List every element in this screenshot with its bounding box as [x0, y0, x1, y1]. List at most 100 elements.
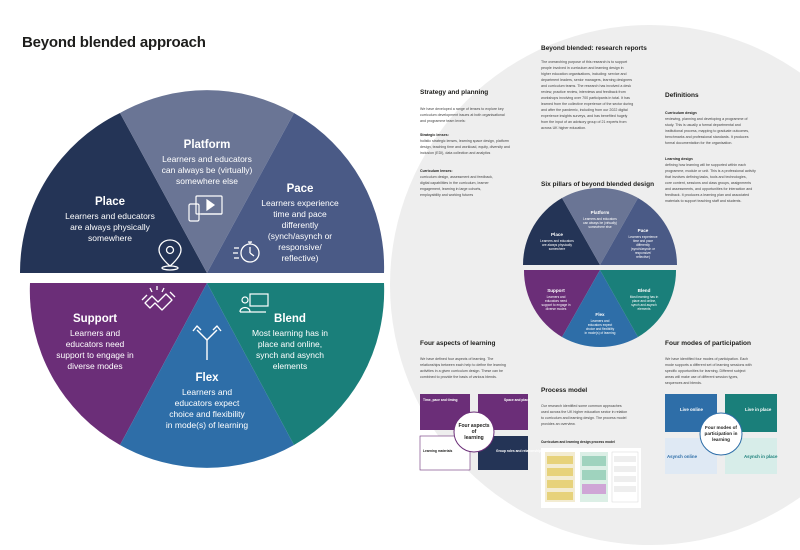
curriculum-lenses-line: employability and working futures	[420, 193, 473, 197]
aspects-diagram: Four aspects of learning Time, pace and …	[419, 394, 541, 471]
process-step	[582, 484, 606, 494]
modes-center-line: Four modes of	[705, 425, 737, 430]
strategy-text-line: curriculum development issues at both or…	[420, 113, 505, 117]
research-text-line: and curriculum teams. The research has i…	[541, 84, 631, 88]
curriculum-lenses-label: Curriculum lenses:	[420, 169, 453, 173]
aspects-text-line: activities in a given curriculum design.…	[420, 369, 503, 373]
learning-design-line: programme, module or unit. This is a pro…	[665, 169, 756, 173]
research-text-line: workshops involving over 700 participant…	[541, 96, 630, 100]
learning-design-line: defining how learning will be supported …	[665, 163, 746, 167]
learning-design-line: materials to support teaching staff and …	[665, 199, 741, 203]
mini-support-line: educators need	[545, 299, 567, 303]
research-text-line: learned from the collective experience o…	[541, 102, 633, 106]
handshake-icon	[141, 286, 176, 311]
mini-segment-support	[523, 270, 600, 337]
research-text-line: department leaders, senior managers, lea…	[541, 78, 632, 82]
pace-line: time and pace	[273, 209, 327, 219]
wheel-segment-support	[29, 283, 208, 445]
beyond-blended-wheel: Platform Learners and educators can alwa…	[19, 90, 385, 468]
mini-blend-line: place and online,	[632, 299, 656, 303]
blend-title: Blend	[274, 313, 306, 325]
strategic-lenses-line: inclusion (EDI), data collection and ana…	[420, 151, 491, 155]
research-text-line: and after the pandemic, including from o…	[541, 108, 628, 112]
platform-title: Platform	[184, 139, 231, 151]
mini-pace-title: Pace	[638, 228, 649, 233]
flex-title: Flex	[195, 372, 219, 384]
place-line: are always physically	[70, 222, 151, 232]
mini-flex-line: educators expect	[588, 323, 612, 327]
aspects-quad-label: Time, pace and timing	[423, 398, 458, 402]
blend-line: Most learning has in	[252, 328, 328, 338]
support-line: Learners and	[70, 328, 120, 338]
wheel-segment-flex	[120, 283, 294, 468]
mini-support-line: Learners and	[547, 295, 566, 299]
pace-line: differently	[282, 220, 319, 230]
support-line: support to engage in	[56, 350, 134, 360]
wheel-segment-place	[19, 113, 207, 273]
learning-design-line: and assessments, and opportunities for i…	[665, 187, 752, 191]
blend-line: elements	[273, 361, 308, 371]
mini-flex-line: choice and flexibility	[586, 327, 615, 331]
aspects-quad-label: Group roles and relationship	[496, 449, 541, 453]
aspects-text-line: We have defined four aspects of learning…	[420, 357, 493, 361]
curriculum-lenses-line: curriculum design, assessment and feedba…	[420, 175, 493, 179]
support-title: Support	[73, 313, 117, 325]
strategy-title: Strategy and planning	[420, 89, 488, 96]
process-step	[547, 468, 573, 476]
page-title: Beyond blended approach	[22, 34, 206, 51]
aspects-center-line: of	[472, 429, 477, 435]
modes-diagram: Four modes of participation in learning …	[665, 394, 778, 474]
blend-line: synch and asynch	[256, 350, 324, 360]
research-text-line: from the input of an advisory group of 2…	[541, 120, 627, 124]
learning-design-label: Learning design	[665, 157, 693, 161]
pace-title: Pace	[287, 183, 314, 195]
strategy-text-line: We have developed a range of lenses to e…	[420, 107, 504, 111]
mini-flex-title: Flex	[595, 312, 605, 317]
research-text-line: higher education organisations, includin…	[541, 72, 627, 76]
mini-support-line: support to engage in	[541, 303, 570, 307]
curriculum-lenses-line: digital capabilities in the curriculum, …	[420, 181, 490, 185]
curriculum-design-line: reviewing, planning and developing a pro…	[665, 117, 748, 121]
process-title: Process model	[541, 387, 587, 394]
mini-place-line: Learners and educators	[540, 239, 574, 243]
mini-blend-line: elements	[638, 307, 651, 311]
modes-center-circle	[699, 412, 743, 456]
pace-line: reflective)	[282, 253, 319, 263]
strategic-lenses-line: design, teaching time and workload, equi…	[420, 145, 510, 149]
flex-line: Learners and	[182, 387, 232, 397]
flex-line: educators expect	[175, 398, 240, 408]
curriculum-design-line: study. This is usually a formal departme…	[665, 123, 741, 127]
mini-platform-line: Learners and educators	[583, 217, 617, 221]
wheel-segment-platform	[120, 90, 294, 273]
mini-segment-pace	[600, 198, 677, 265]
mini-support-title: Support	[547, 288, 565, 293]
process-step	[547, 480, 573, 488]
research-text-line: review, practice review, interviews and …	[541, 90, 626, 94]
process-text-line: used across the UK higher education sect…	[541, 410, 627, 414]
aspects-title: Four aspects of learning	[420, 340, 496, 347]
poster: Beyond blended: research reports The ove…	[390, 25, 800, 545]
pillars-title: Six pillars of beyond blended design	[541, 181, 654, 188]
support-line: diverse modes	[67, 361, 122, 371]
curriculum-lenses-line: engagement, learning in large cohorts,	[420, 187, 481, 191]
research-text-line: The overarching purpose of this research…	[541, 60, 627, 64]
mini-segment-platform	[562, 187, 638, 265]
mini-pace-line: time and pace	[633, 239, 653, 243]
mini-flex-line: Learners and	[591, 319, 610, 323]
place-line: Learners and educators	[65, 211, 155, 221]
mini-wheel: Platform Learners and educators can alwa…	[523, 187, 677, 348]
mini-pace-line: differently	[636, 243, 650, 247]
platform-line: can always be (virtually)	[162, 165, 253, 175]
process-step	[614, 476, 636, 482]
flex-line: in mode(s) of learning	[166, 420, 248, 430]
modes-center-line: participation in	[705, 431, 738, 436]
mini-blend-line: Most learning has in	[630, 295, 659, 299]
pace-line: (synch/asynch or	[268, 231, 332, 241]
mini-pace-line: Learners experience	[628, 235, 657, 239]
process-model-diagram: Curriculum and learning design process m…	[541, 440, 641, 508]
place-line: somewhere	[88, 233, 132, 243]
split-arrows-icon	[192, 325, 222, 360]
aspects-center-line: Four aspects	[458, 423, 489, 429]
process-step	[614, 466, 636, 472]
aspects-quad-label: Learning materials	[423, 449, 452, 453]
